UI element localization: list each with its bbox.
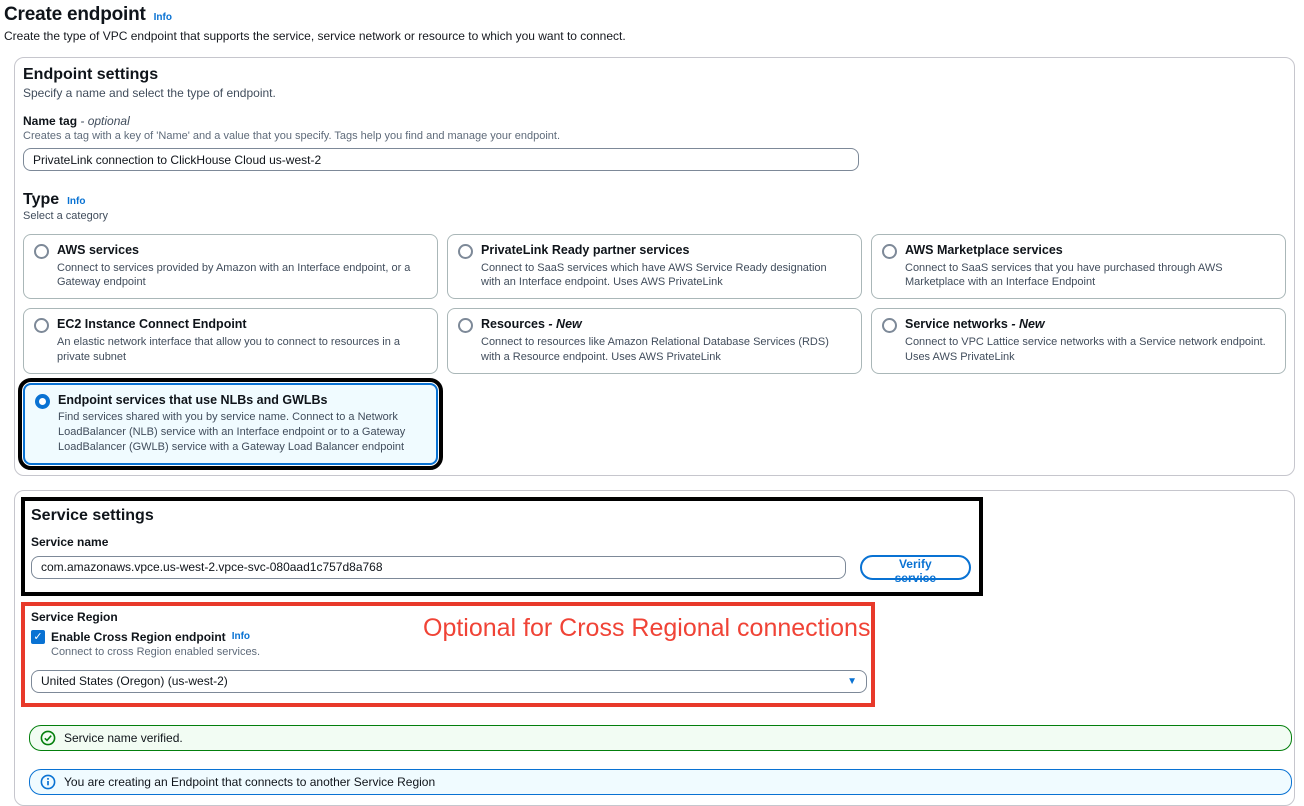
annotation-box-service-region: Service Region ✓ Enable Cross Region end… <box>21 601 875 707</box>
service-name-row: Verify service <box>31 554 971 585</box>
option-description: Find services shared with you by service… <box>58 411 406 453</box>
type-option-6[interactable]: Endpoint services that use NLBs and GWLB… <box>18 377 443 470</box>
type-label: Type <box>23 191 60 208</box>
cross-region-description: Connect to cross Region enabled services… <box>51 645 261 658</box>
cross-region-checkbox-row: ✓ Enable Cross Region endpoint Info <box>31 629 863 644</box>
type-header: Type Info <box>23 189 1286 209</box>
option-title: Service networks - New <box>905 317 1045 332</box>
option-description: Connect to SaaS services that you have p… <box>905 261 1223 289</box>
option-description: An elastic network interface that allow … <box>57 335 401 363</box>
name-tag-input[interactable] <box>23 148 859 171</box>
option-title: AWS services <box>57 243 139 257</box>
option-title: Endpoint services that use NLBs and GWLB… <box>58 392 328 407</box>
service-region-label: Service Region <box>31 609 118 624</box>
info-banner-text: You are creating an Endpoint that connec… <box>64 774 436 789</box>
annotation-box-service-settings: Service settings Service name Verify ser… <box>21 496 983 596</box>
cross-region-checkbox-label: Enable Cross Region endpoint <box>51 629 226 644</box>
service-name-input[interactable] <box>31 555 846 579</box>
success-banner-text: Service name verified. <box>64 730 183 745</box>
option-title: Resources - New <box>481 317 582 332</box>
info-banner: You are creating an Endpoint that connec… <box>29 768 1292 795</box>
option-title: PrivateLink Ready partner services <box>481 243 690 257</box>
name-tag-description: Creates a tag with a key of 'Name' and a… <box>23 130 561 142</box>
verify-service-button[interactable]: Verify service <box>859 554 971 585</box>
annotation-text: Optional for Cross Regional connections <box>423 613 871 642</box>
radio-icon[interactable] <box>458 318 473 334</box>
option-title: AWS Marketplace services <box>905 243 1063 257</box>
success-banner: Service name verified. <box>29 724 1292 751</box>
radio-selected-icon[interactable] <box>35 393 50 409</box>
endpoint-settings-card: Endpoint settings Specify a name and sel… <box>14 57 1295 476</box>
info-circle-icon <box>40 774 56 790</box>
page-title-info-link[interactable]: Info <box>153 12 172 23</box>
region-select[interactable]: United States (Oregon) (us-west-2) ▼ <box>31 669 867 693</box>
service-settings-title: Service settings <box>31 506 154 524</box>
option-description: Connect to services provided by Amazon w… <box>57 261 411 289</box>
cross-region-checkbox[interactable]: ✓ <box>31 629 45 644</box>
endpoint-settings-subtitle: Specify a name and select the type of en… <box>23 86 276 100</box>
cross-region-info-link[interactable]: Info <box>231 631 251 643</box>
page-title: Create endpoint <box>4 4 146 25</box>
name-tag-label: Name tag - optional <box>23 114 130 128</box>
radio-icon[interactable] <box>458 244 473 259</box>
option-description: Connect to VPC Lattice service networks … <box>905 335 1266 363</box>
type-info-link[interactable]: Info <box>67 196 86 207</box>
type-subtitle: Select a category <box>23 210 108 222</box>
success-check-icon <box>40 730 56 746</box>
region-select-value: United States (Oregon) (us-west-2) <box>41 674 228 689</box>
page-header: Create endpoint Info <box>4 4 1304 26</box>
page-subtitle: Create the type of VPC endpoint that sup… <box>4 29 626 43</box>
option-title: EC2 Instance Connect Endpoint <box>57 317 247 332</box>
service-name-label: Service name <box>31 534 109 549</box>
service-settings-card: Service settings Service name Verify ser… <box>14 489 1295 806</box>
endpoint-settings-title: Endpoint settings <box>23 66 159 83</box>
radio-icon[interactable] <box>882 244 897 259</box>
type-option-3[interactable]: EC2 Instance Connect Endpoint An elastic … <box>23 308 438 374</box>
option-description: Connect to SaaS services which have AWS … <box>481 261 827 289</box>
radio-icon[interactable] <box>882 318 897 334</box>
radio-icon[interactable] <box>34 318 49 334</box>
chevron-down-icon: ▼ <box>847 675 857 687</box>
option-description: Connect to resources like Amazon Relatio… <box>481 335 829 363</box>
radio-icon[interactable] <box>34 244 49 259</box>
